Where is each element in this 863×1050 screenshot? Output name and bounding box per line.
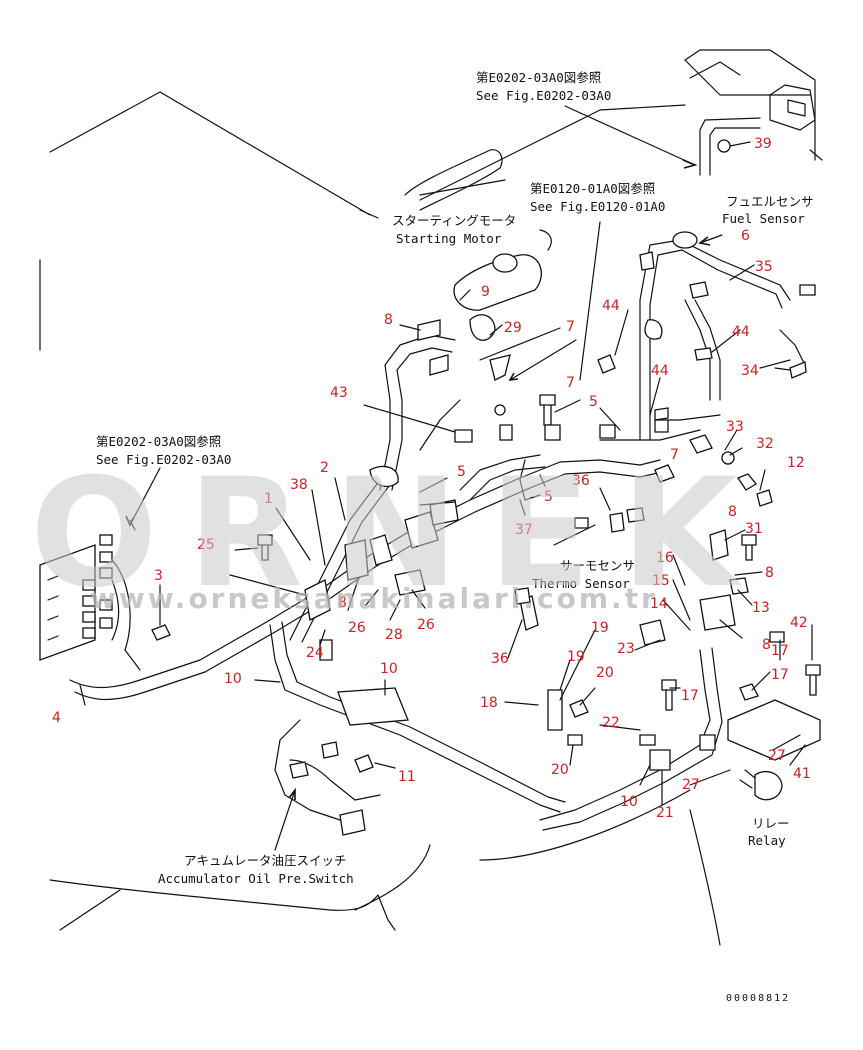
ref-e0202-left-en: See Fig.E0202-03A0	[96, 452, 231, 467]
leader-lines	[79, 105, 813, 851]
part-number: 13	[752, 600, 770, 616]
part-number: 36	[491, 651, 509, 667]
part-number: 5	[457, 464, 466, 480]
part-number: 5	[544, 489, 553, 505]
part-number: 4	[52, 710, 61, 726]
part-number: 22	[602, 715, 620, 731]
machine-body-outline	[39, 49, 823, 946]
right-harness	[599, 117, 806, 441]
ref-e0120-en: See Fig.E0120-01A0	[530, 199, 665, 214]
part-number: 15	[652, 573, 670, 589]
part-number: 14	[650, 596, 668, 612]
accumulator-switch-jp: アキュムレータ油圧スイッチ	[184, 853, 347, 868]
part-number: 27	[768, 748, 786, 764]
part-number: 35	[755, 259, 773, 275]
part-number: 18	[480, 695, 498, 711]
part-number: 26	[417, 617, 435, 633]
part-number: 8	[338, 595, 347, 611]
drawing-number: 00008812	[726, 993, 790, 1004]
part-number: 8	[728, 504, 737, 520]
relay-en: Relay	[748, 833, 786, 848]
part-number: 2	[320, 460, 329, 476]
annotations: 第E0202-03A0図参照 See Fig.E0202-03A0 第E0120…	[96, 70, 814, 1004]
part-number: 29	[504, 320, 522, 336]
part-number: 36	[572, 473, 590, 489]
ref-e0202-left-jp: 第E0202-03A0図参照	[96, 434, 221, 449]
part-number: 17	[771, 667, 789, 683]
part-number: 11	[398, 769, 416, 785]
part-number: 23	[617, 641, 635, 657]
part-number: 43	[330, 385, 348, 401]
part-number: 10	[620, 794, 638, 810]
part-callouts: 1 2 3 4 5 5 5 6 7 7 7 8 8 8 8 8 9 10 10 …	[52, 136, 811, 821]
fuel-sensor-jp: フュエルセンサ	[726, 194, 814, 209]
part-number: 38	[290, 477, 308, 493]
part-number: 32	[756, 436, 774, 452]
part-number: 8	[384, 312, 393, 328]
hardware-parts	[151, 139, 821, 836]
part-number: 44	[651, 363, 669, 379]
part-number: 6	[741, 228, 750, 244]
part-number: 39	[754, 136, 772, 152]
part-number: 16	[656, 550, 674, 566]
part-number: 8	[762, 637, 771, 653]
part-number: 17	[681, 688, 699, 704]
part-number: 10	[380, 661, 398, 677]
part-number: 9	[481, 284, 490, 300]
part-number: 26	[348, 620, 366, 636]
part-number: 28	[385, 627, 403, 643]
starting-motor-en: Starting Motor	[396, 231, 502, 246]
part-number: 21	[656, 805, 674, 821]
part-number: 44	[602, 298, 620, 314]
part-number: 19	[591, 620, 609, 636]
part-number: 34	[741, 363, 759, 379]
part-number: 7	[670, 447, 679, 463]
relay-jp: リレー	[752, 816, 790, 831]
thermo-sensor-en: Thermo Sensor	[532, 576, 630, 591]
part-number: 24	[306, 645, 324, 661]
ref-e0202-top-en: See Fig.E0202-03A0	[476, 88, 611, 103]
accumulator-switch-en: Accumulator Oil Pre.Switch	[158, 871, 354, 886]
part-number: 41	[793, 766, 811, 782]
part-number: 12	[787, 455, 805, 471]
part-number: 20	[596, 665, 614, 681]
part-number: 7	[566, 319, 575, 335]
part-number: 10	[224, 671, 242, 687]
part-number: 17	[771, 643, 789, 659]
fuel-sensor-en: Fuel Sensor	[722, 211, 805, 226]
part-number: 44	[732, 324, 750, 340]
starting-motor-jp: スターティングモータ	[392, 213, 516, 228]
part-number: 3	[154, 568, 163, 584]
part-number: 42	[790, 615, 808, 631]
part-number: 25	[197, 537, 215, 553]
thermo-sensor-jp: サーモセンサ	[560, 558, 635, 573]
relay-block-left	[39, 519, 141, 671]
part-number: 37	[515, 522, 533, 538]
part-number: 20	[551, 762, 569, 778]
part-number: 19	[567, 649, 585, 665]
part-number: 1	[264, 491, 273, 507]
part-number: 31	[745, 521, 763, 537]
main-harness	[69, 334, 723, 831]
ref-e0202-top-jp: 第E0202-03A0図参照	[476, 70, 601, 85]
part-number: 27	[682, 777, 700, 793]
part-number: 5	[589, 394, 598, 410]
part-number: 7	[566, 375, 575, 391]
part-number: 33	[726, 419, 744, 435]
ref-e0120-jp: 第E0120-01A0図参照	[530, 181, 655, 196]
part-number: 8	[765, 565, 774, 581]
